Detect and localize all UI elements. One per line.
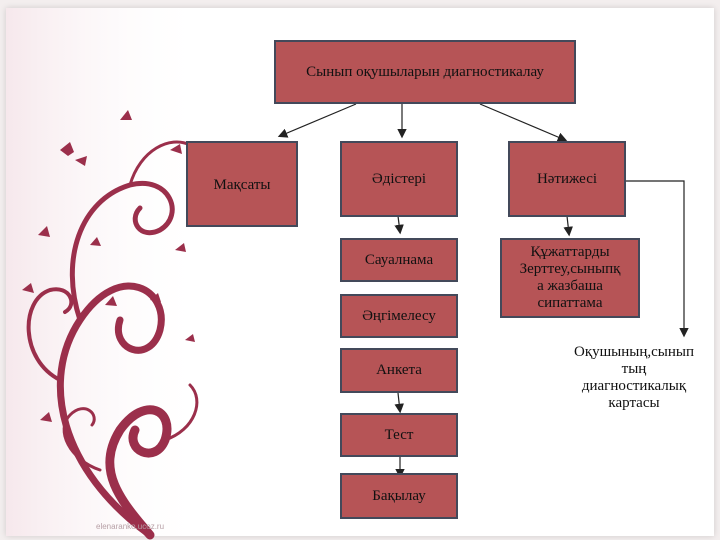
category-result-node: Нәтижесі: [508, 141, 626, 217]
method-node-observation: Бақылау: [340, 473, 458, 519]
watermark: elenaranko.ucoz.ru: [96, 522, 165, 531]
root-node: Сынып оқушыларын диагностикалау: [274, 40, 576, 104]
result-label-diagnostic-card: Оқушының,сынып тың диагностикалық картас…: [574, 344, 694, 411]
category-methods-node: Әдістері: [340, 141, 458, 217]
method-node-questionnaire: Анкета: [340, 348, 458, 393]
result-node-documents: Құжаттарды Зерттеу,сыныпқ а жазбаша сипа…: [500, 238, 640, 318]
method-node-survey: Сауалнама: [340, 238, 458, 282]
category-purpose-node: Мақсаты: [186, 141, 298, 227]
method-node-conversation: Әңгімелесу: [340, 294, 458, 338]
method-node-test: Тест: [340, 413, 458, 457]
